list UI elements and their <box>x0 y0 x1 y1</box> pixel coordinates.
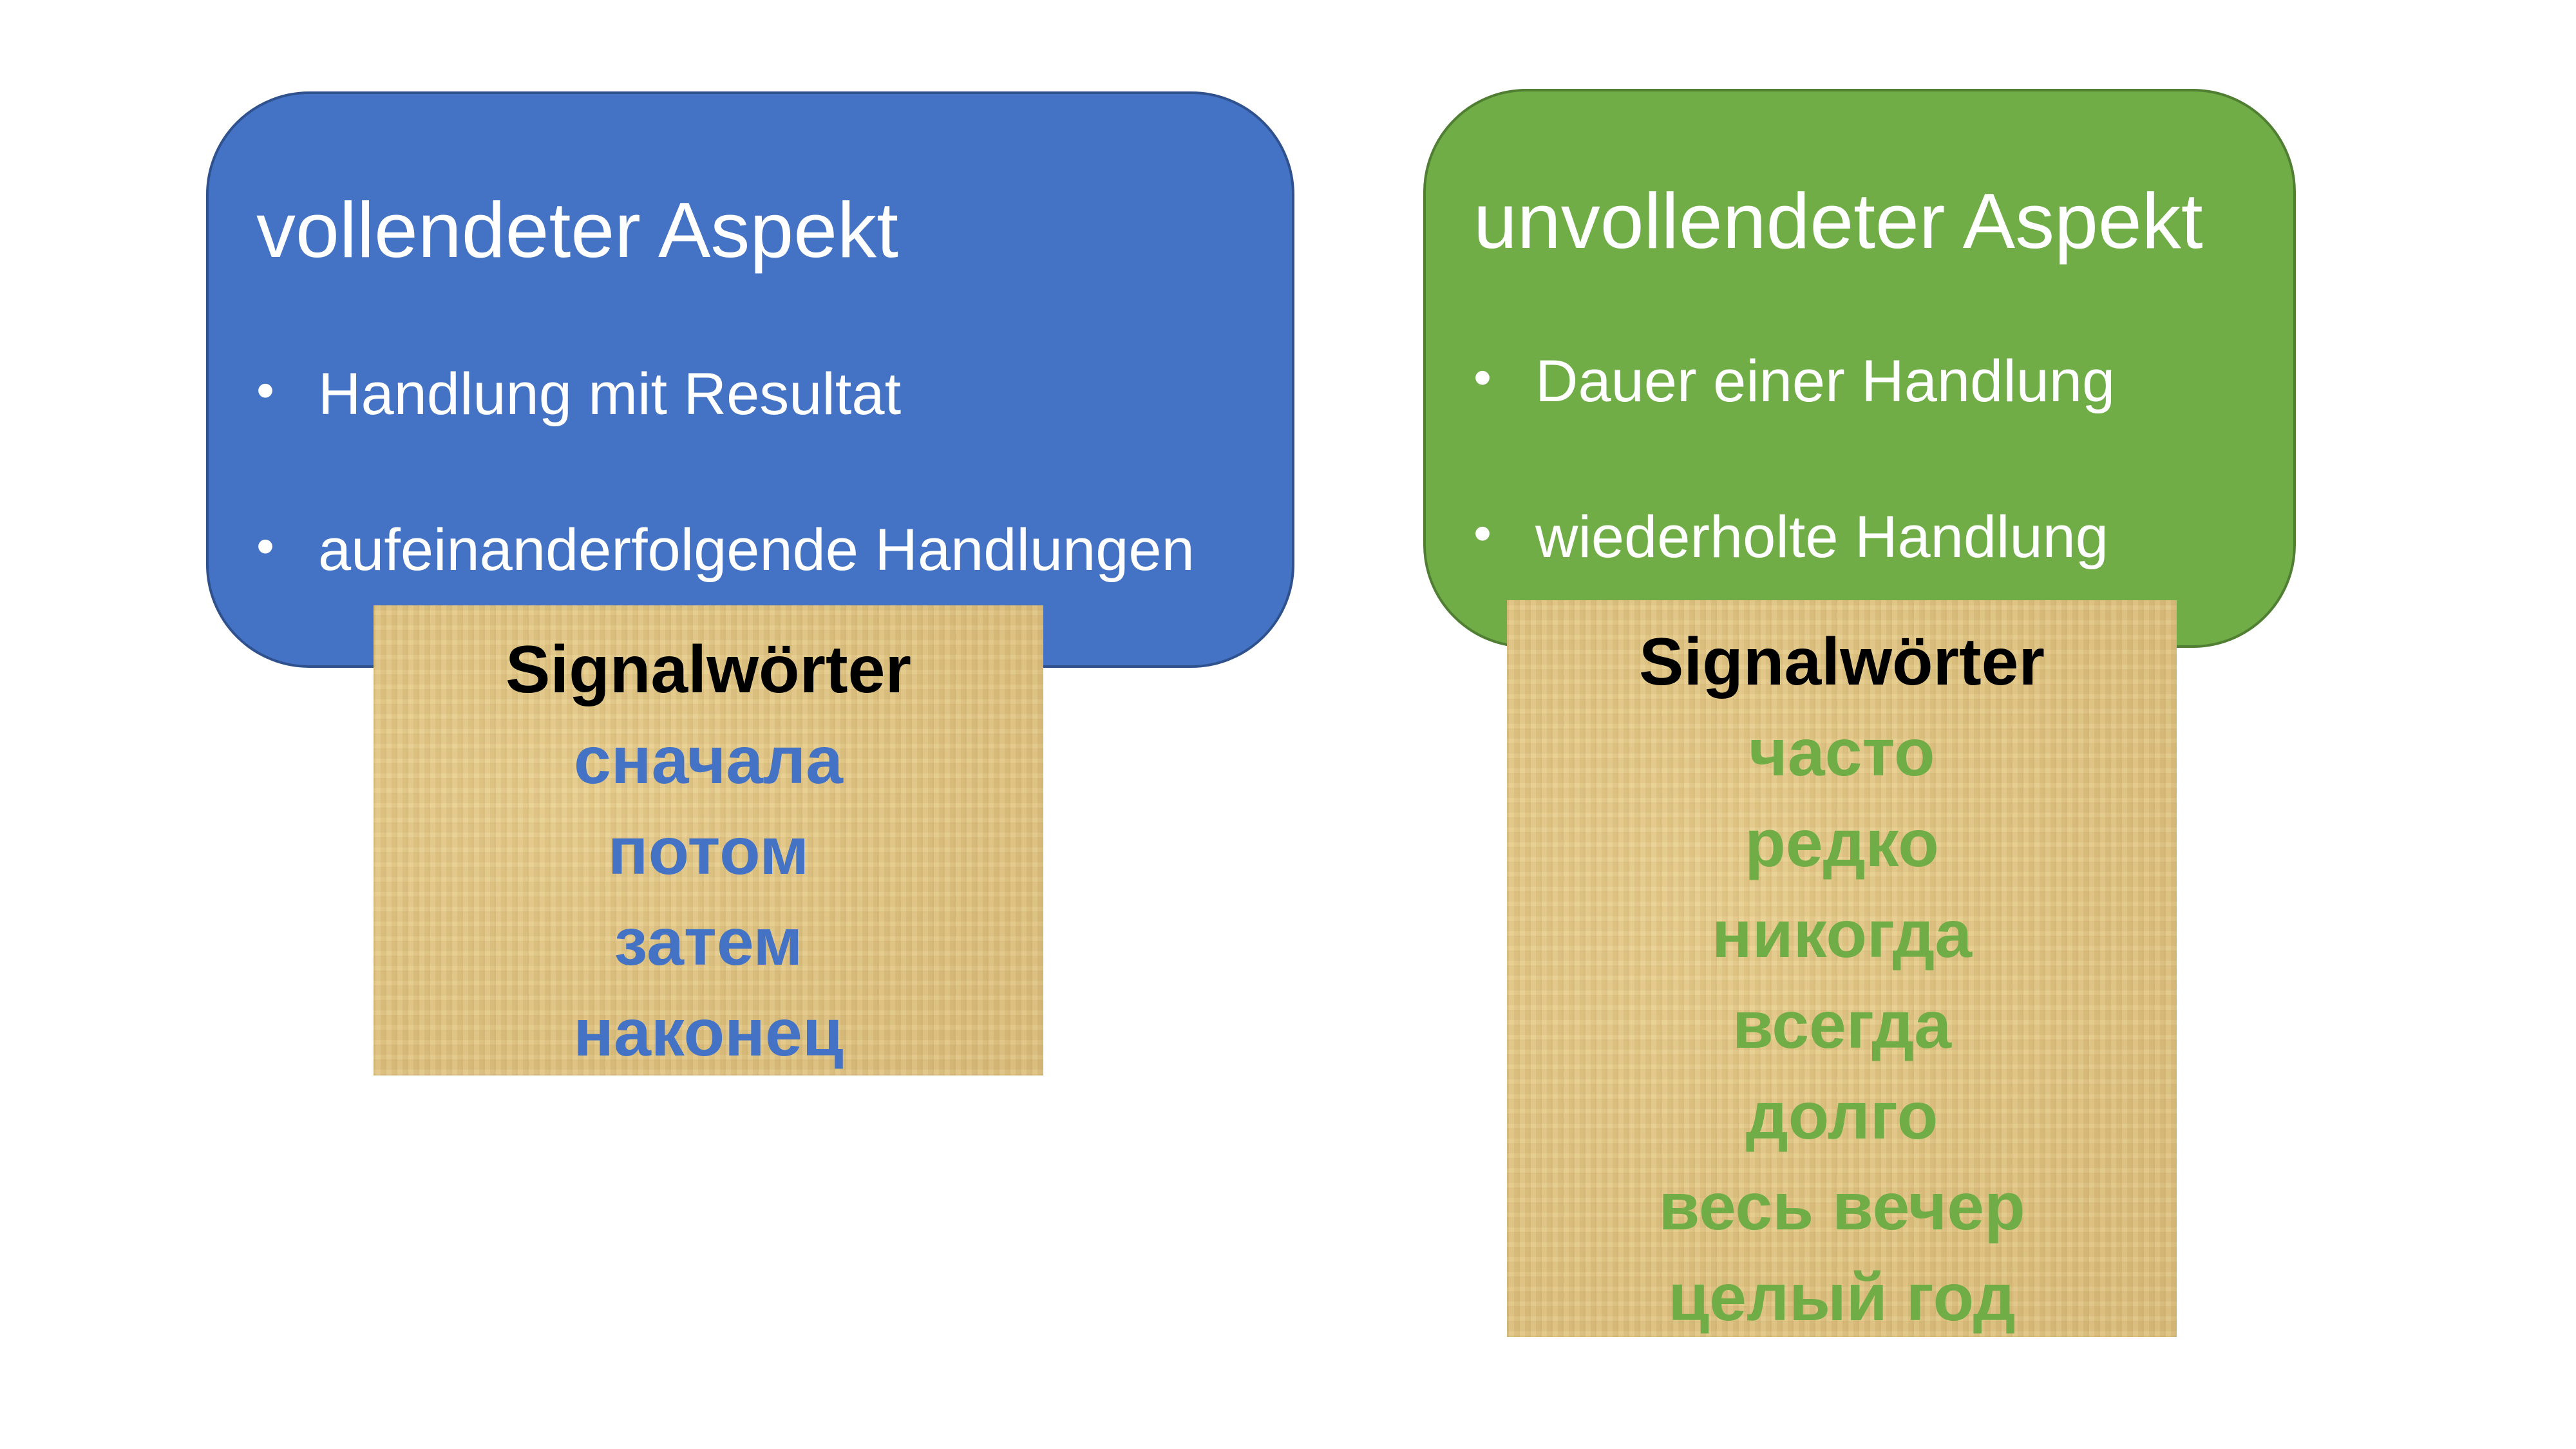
signal-word: часто <box>1748 715 1935 790</box>
imperfective-bullet-list: • Dauer einer Handlung • wiederholte Han… <box>1473 352 2115 663</box>
perfective-bullet-item: • Handlung mit Resultat <box>256 365 1195 520</box>
bullet-icon: • <box>256 517 275 574</box>
signal-word: всегда <box>1732 988 1952 1063</box>
signal-word: редко <box>1745 806 1939 881</box>
signal-word: наконец <box>573 996 844 1070</box>
imperfective-title: unvollendeter Aspekt <box>1473 177 2203 265</box>
imperfective-signal-words-card: Signalwörter часто редко никогда всегда … <box>1507 600 2177 1337</box>
perfective-bullet-text: Handlung mit Resultat <box>318 361 902 427</box>
signal-word: сначала <box>573 723 844 798</box>
perfective-aspect-box: vollendeter Aspekt • Handlung mit Result… <box>206 91 1294 668</box>
signal-word: долго <box>1745 1079 1938 1153</box>
perfective-bullet-item: • aufeinanderfolgende Handlungen <box>256 520 1195 676</box>
signal-word: потом <box>607 814 810 889</box>
signal-word: весь вечер <box>1658 1170 2025 1244</box>
perfective-signal-words-card: Signalwörter сначала потом затем наконец <box>374 605 1043 1075</box>
signal-word: никогда <box>1711 897 1973 972</box>
perfective-bullet-text: aufeinanderfolgende Handlungen <box>318 517 1195 583</box>
signal-words-heading: Signalwörter <box>1639 625 2045 699</box>
signal-words-heading: Signalwörter <box>506 632 911 707</box>
imperfective-bullet-text: wiederholte Handlung <box>1535 504 2108 570</box>
bullet-icon: • <box>1473 348 1492 406</box>
perfective-bullet-list: • Handlung mit Resultat • aufeinanderfol… <box>256 365 1195 676</box>
imperfective-bullet-item: • wiederholte Handlung <box>1473 507 2115 663</box>
signal-word: затем <box>614 905 803 980</box>
perfective-title: vollendeter Aspekt <box>256 186 898 274</box>
imperfective-bullet-item: • Dauer einer Handlung <box>1473 352 2115 507</box>
bullet-icon: • <box>256 361 275 419</box>
signal-word: целый год <box>1668 1260 2016 1335</box>
bullet-icon: • <box>1473 504 1492 562</box>
imperfective-bullet-text: Dauer einer Handlung <box>1535 348 2116 414</box>
imperfective-aspect-box: unvollendeter Aspekt • Dauer einer Handl… <box>1423 89 2296 648</box>
